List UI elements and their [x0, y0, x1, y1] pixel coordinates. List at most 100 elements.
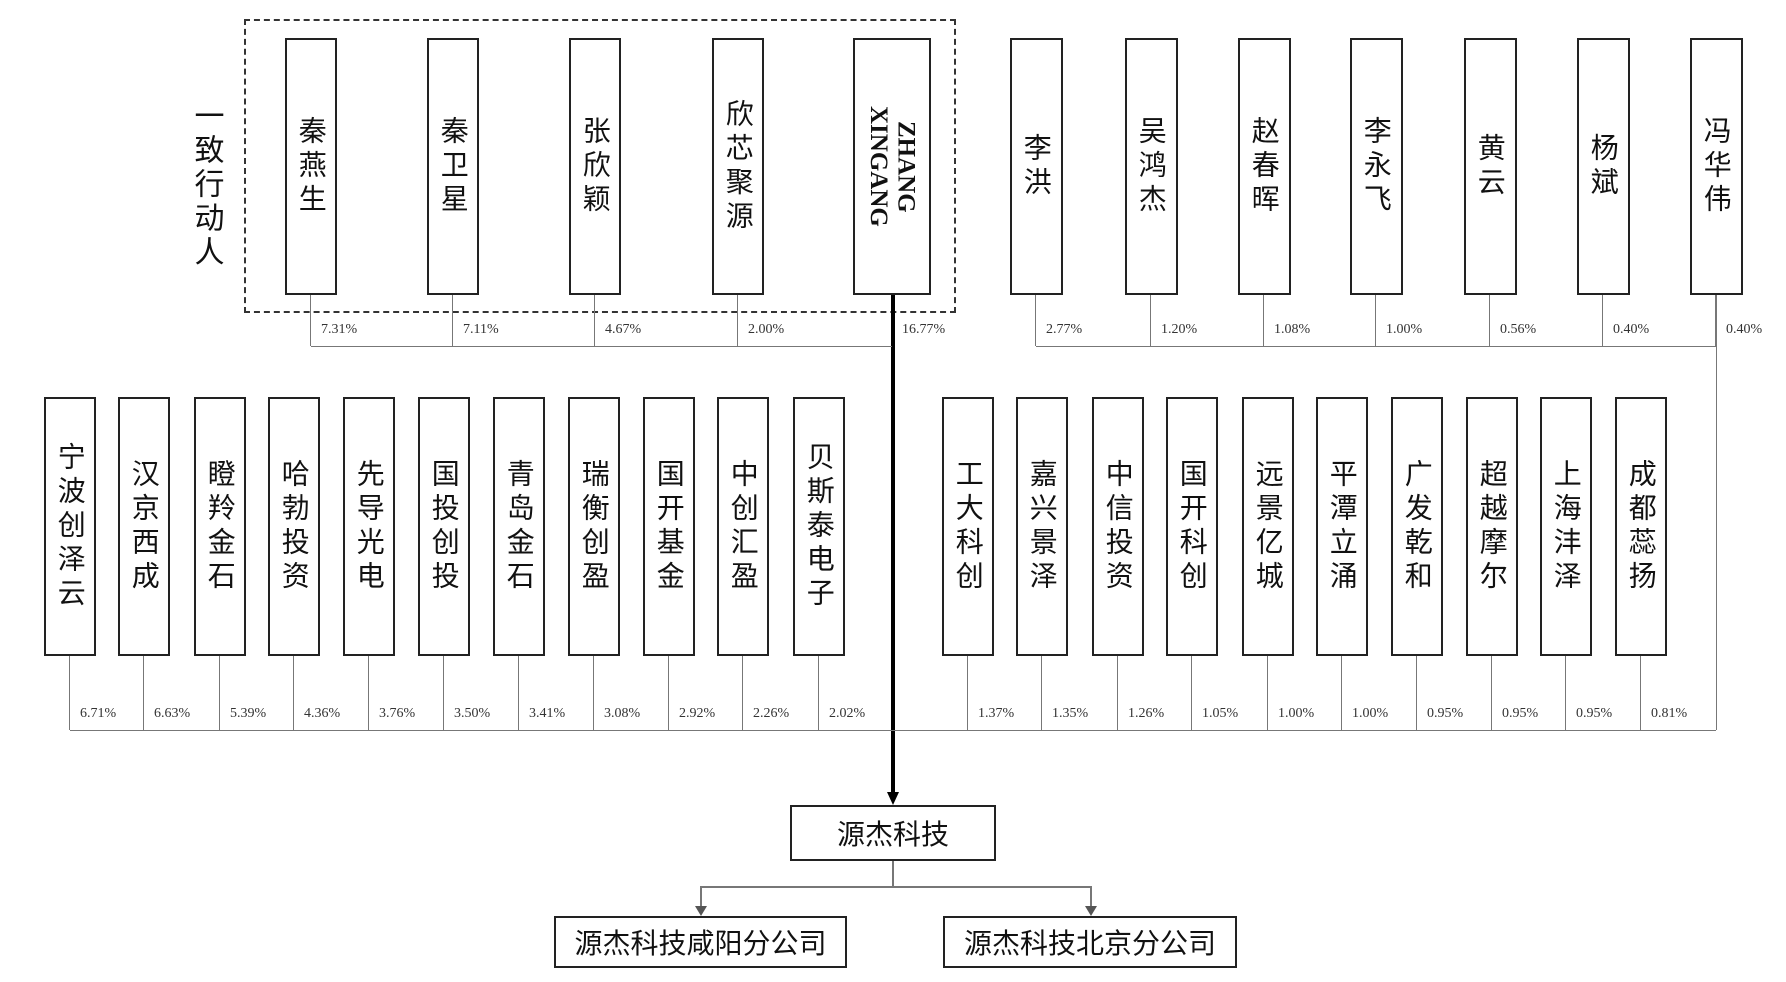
connector	[700, 886, 1092, 888]
connector	[1263, 295, 1264, 346]
shareholder-name: 汉京西成	[127, 458, 161, 595]
connector	[892, 861, 894, 887]
connector	[1602, 295, 1603, 346]
share-percent: 1.00%	[1352, 706, 1389, 721]
shareholder-box: 国投创投	[418, 397, 470, 656]
shareholder-name: 成都蕊扬	[1624, 458, 1658, 595]
connector	[1041, 656, 1042, 730]
shareholder-box: 张欣颖	[569, 38, 621, 295]
controller-line	[891, 295, 895, 795]
share-percent: 1.26%	[1128, 706, 1165, 721]
share-percent: 0.40%	[1726, 322, 1763, 337]
shareholder-box: 秦卫星	[427, 38, 479, 295]
connector	[143, 656, 144, 730]
shareholder-name: 秦卫星	[436, 115, 470, 218]
share-percent: 0.95%	[1576, 706, 1613, 721]
connector	[1117, 656, 1118, 730]
connector	[1489, 295, 1490, 346]
share-percent: 6.63%	[154, 706, 191, 721]
shareholder-name: 赵春晖	[1247, 115, 1281, 218]
share-percent: 1.08%	[1274, 322, 1311, 337]
shareholder-box: 贝斯泰电子	[793, 397, 845, 656]
connector	[1715, 295, 1716, 346]
shareholder-box: 宁波创泽云	[44, 397, 96, 656]
shareholder-box: 成都蕊扬	[1615, 397, 1667, 656]
share-percent: 2.92%	[679, 706, 716, 721]
connector	[593, 656, 594, 730]
shareholder-name: 吴鸿杰	[1134, 115, 1168, 218]
share-percent: 2.26%	[753, 706, 790, 721]
share-percent: 1.37%	[978, 706, 1015, 721]
connector	[1640, 656, 1641, 730]
connector	[700, 886, 702, 908]
shareholder-box: 冯华伟	[1689, 38, 1743, 295]
shareholder-name: 宁波创泽云	[53, 441, 87, 612]
shareholder-name: 远景亿城	[1251, 458, 1285, 595]
share-percent: 6.71%	[80, 706, 117, 721]
share-percent: 1.00%	[1278, 706, 1315, 721]
shareholder-name: 青岛金石	[502, 458, 536, 595]
shareholder-name: 贝斯泰电子	[802, 441, 836, 612]
share-percent: 7.11%	[463, 322, 499, 337]
connector	[1416, 656, 1417, 730]
share-percent: 3.50%	[454, 706, 491, 721]
share-percent: 2.00%	[748, 322, 785, 337]
connector	[1150, 295, 1151, 346]
shareholder-name: 冯华伟	[1699, 115, 1733, 218]
share-percent: 1.20%	[1161, 322, 1198, 337]
connector	[1716, 295, 1717, 730]
share-percent: 7.31%	[321, 322, 358, 337]
share-percent: 1.00%	[1386, 322, 1423, 337]
shareholder-box: 上海沣泽	[1540, 397, 1592, 656]
shareholder-box: 中创汇盈	[717, 397, 769, 656]
connector	[1491, 656, 1492, 730]
shareholder-name: 中创汇盈	[726, 458, 760, 595]
shareholder-name: 工大科创	[951, 458, 985, 595]
connector	[443, 656, 444, 730]
connector	[737, 295, 738, 346]
connector	[1191, 656, 1192, 730]
company-box: 源杰科技	[790, 805, 996, 861]
connector	[594, 295, 595, 346]
shareholder-box: 吴鸿杰	[1124, 38, 1178, 295]
shareholder-box: 哈勃投资	[268, 397, 320, 656]
share-percent: 0.56%	[1500, 322, 1537, 337]
shareholder-box: 国开基金	[643, 397, 695, 656]
share-percent: 4.36%	[304, 706, 341, 721]
concert-party-label: 一致行动人	[188, 100, 224, 270]
share-percent: 5.39%	[230, 706, 267, 721]
shareholder-box: 青岛金石	[493, 397, 545, 656]
share-percent: 0.95%	[1502, 706, 1539, 721]
shareholder-box: 杨斌	[1576, 38, 1630, 295]
share-percent: 0.95%	[1427, 706, 1464, 721]
shareholder-box: 广发乾和	[1391, 397, 1443, 656]
shareholder-box: 秦燕生	[285, 38, 337, 295]
shareholder-name: 平潭立涌	[1325, 458, 1359, 595]
shareholder-name: 哈勃投资	[277, 458, 311, 595]
shareholder-box: 平潭立涌	[1316, 397, 1368, 656]
shareholder-box: 瞪羚金石	[194, 397, 246, 656]
share-percent: 16.77%	[902, 322, 946, 337]
shareholder-name: 欣芯聚源	[721, 98, 755, 235]
connector	[368, 656, 369, 730]
shareholder-box: ZHANG XINGANG	[853, 38, 931, 295]
connector	[818, 656, 819, 730]
shareholder-name: 李洪	[1019, 132, 1053, 201]
shareholder-name: 国开科创	[1175, 458, 1209, 595]
shareholder-name: 嘉兴景泽	[1025, 458, 1059, 595]
shareholder-name: 张欣颖	[578, 115, 612, 218]
shareholder-box: 赵春晖	[1237, 38, 1291, 295]
subsidiary-beijing: 源杰科技北京分公司	[943, 916, 1237, 968]
share-percent: 3.08%	[604, 706, 641, 721]
connector	[69, 656, 70, 730]
connector	[1565, 656, 1566, 730]
shareholder-name: 国开基金	[652, 458, 686, 595]
shareholder-box: 远景亿城	[1242, 397, 1294, 656]
share-percent: 3.76%	[379, 706, 416, 721]
shareholder-name: 黄云	[1473, 132, 1507, 201]
connector	[452, 295, 453, 346]
shareholder-name: 国投创投	[427, 458, 461, 595]
connector	[1090, 886, 1092, 908]
shareholder-name: 李永飞	[1359, 115, 1393, 218]
